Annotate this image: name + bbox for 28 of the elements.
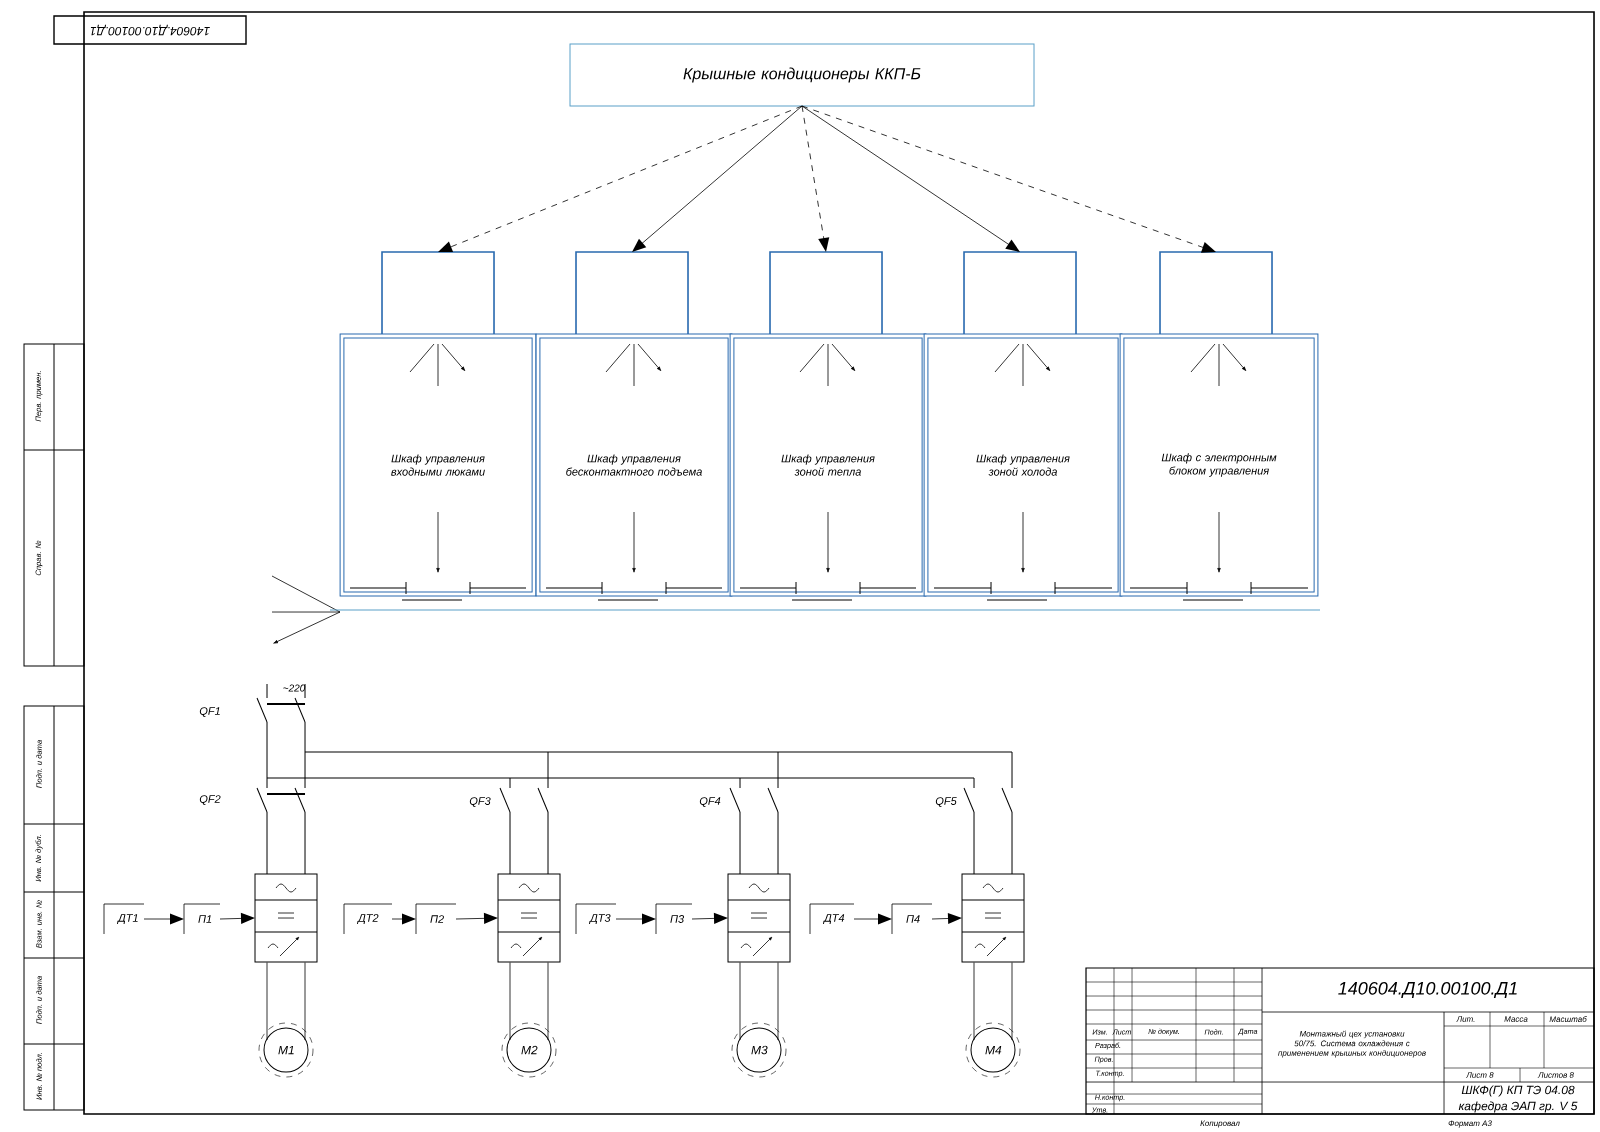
connection-line	[266, 962, 306, 1041]
arrow	[931, 912, 962, 925]
unit-box	[1159, 251, 1273, 337]
unit-box	[381, 251, 495, 337]
arrow	[438, 105, 803, 252]
arrow	[801, 105, 830, 252]
connection-line	[973, 962, 1013, 1041]
frequency-converter	[497, 873, 561, 963]
arrow	[801, 105, 1020, 252]
unit-box	[575, 251, 689, 337]
arrow	[691, 912, 728, 924]
frequency-converter	[727, 873, 791, 963]
arrow	[632, 105, 803, 252]
drawing-code: 140604.Д10.00100.Д1	[1338, 981, 1517, 999]
arrow	[391, 913, 416, 925]
arrow	[143, 913, 184, 925]
arrow	[615, 913, 656, 925]
connection-line	[509, 962, 549, 1041]
arrow	[801, 105, 1216, 253]
frequency-converter	[254, 873, 318, 963]
frequency-converter	[961, 873, 1025, 963]
unit-box	[769, 251, 883, 337]
connection-line	[739, 962, 779, 1041]
title-box: Крышные кондиционеры ККП-Б	[569, 43, 1035, 107]
arrow	[455, 912, 498, 924]
unit-box	[963, 251, 1077, 337]
arrow	[219, 912, 255, 924]
arrow	[853, 913, 892, 925]
